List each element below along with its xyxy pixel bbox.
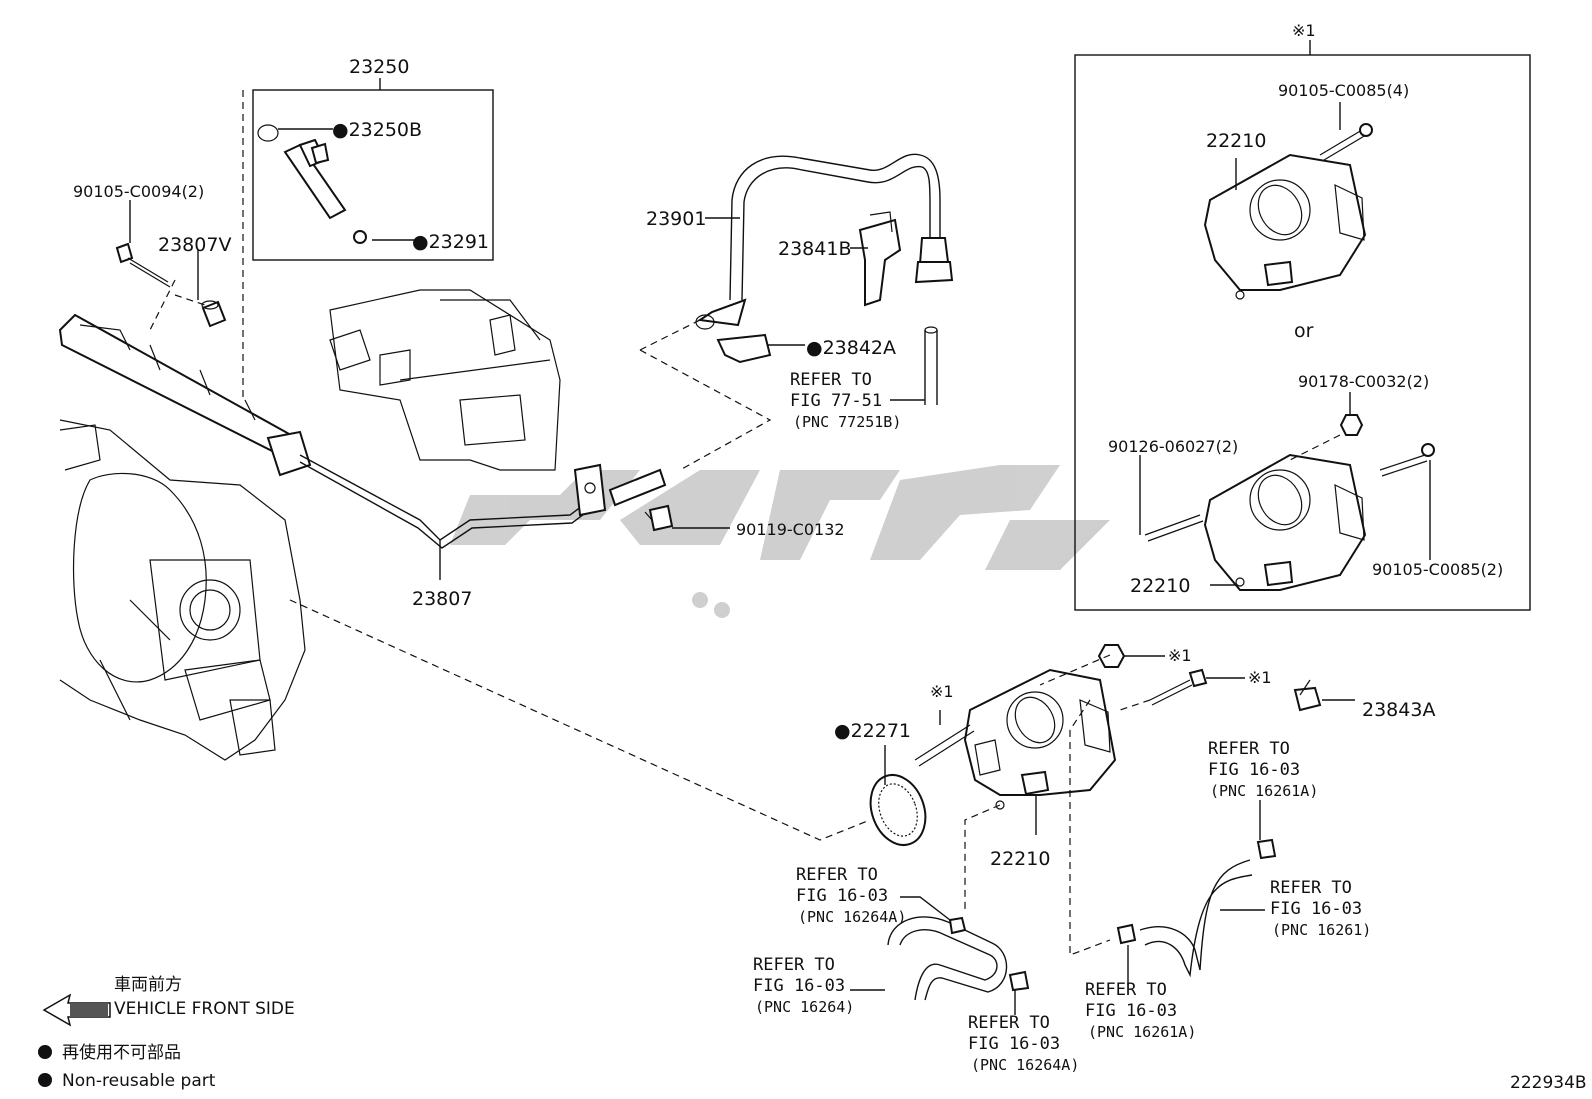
throttle-body-22210	[963, 668, 1117, 810]
bolt-90119-C0132	[644, 504, 674, 532]
label-23841B: 23841B	[778, 238, 851, 260]
refer-16264A-top: REFER TO FIG 16-03 (PNC 16264A)	[796, 865, 906, 926]
svg-text:(PNC 16264A): (PNC 16264A)	[971, 1056, 1079, 1074]
spacer-23807V	[201, 300, 227, 328]
fuel-delivery-pipe	[58, 313, 593, 549]
figure-id: 222934B	[1510, 1073, 1587, 1093]
svg-text:FIG 16-03: FIG 16-03	[1085, 1001, 1177, 1021]
refer-16264A-bottom: REFER TO FIG 16-03 (PNC 16264A)	[968, 1013, 1079, 1074]
label-23807: 23807	[412, 588, 472, 610]
stud-bolt	[914, 724, 975, 767]
svg-text:(PNC 16261): (PNC 16261)	[1272, 921, 1371, 939]
svg-text:(PNC 16261A): (PNC 16261A)	[1210, 782, 1318, 800]
water-bypass-hoses	[887, 838, 1277, 1001]
label-90105-C0085-2: 90105-C0085(2)	[1372, 560, 1503, 579]
label-90178-C0032: 90178-C0032(2)	[1298, 372, 1429, 391]
svg-text:FIG 16-03: FIG 16-03	[968, 1034, 1060, 1054]
bullet-icon	[38, 1045, 52, 1059]
refer-16264: REFER TO FIG 16-03 (PNC 16264)	[753, 955, 854, 1016]
svg-text:(PNC 16264A): (PNC 16264A)	[798, 908, 906, 926]
svg-text:FIG 77-51: FIG 77-51	[790, 391, 882, 411]
label-23807V: 23807V	[158, 234, 231, 256]
label-90105-C0094: 90105-C0094(2)	[73, 182, 204, 201]
legend-nonreuse-jp: 再使用不可部品	[62, 1042, 181, 1063]
label-22210-bottom: 22210	[1130, 575, 1190, 597]
svg-text:(PNC 16261A): (PNC 16261A)	[1088, 1023, 1196, 1041]
legend-front-en: VEHICLE FRONT SIDE	[114, 999, 295, 1019]
box-note-marker: ※1	[1292, 21, 1316, 40]
label-23843A: 23843A	[1362, 699, 1435, 721]
bolt-90105-C0094	[115, 242, 171, 288]
svg-text:REFER TO: REFER TO	[790, 370, 872, 390]
svg-text:FIG 16-03: FIG 16-03	[753, 976, 845, 996]
or-label: or	[1294, 320, 1314, 342]
label-23842A: ●23842A	[806, 337, 896, 359]
fuel-hose-23901	[695, 153, 954, 330]
legend-nonreuse-en: Non-reusable part	[62, 1071, 216, 1091]
engine-cylinder-head-drawing	[329, 289, 561, 471]
label-90119-C0132: 90119-C0132	[736, 520, 845, 539]
injector-assembly-box	[252, 89, 494, 261]
clip-23843A	[1293, 679, 1322, 712]
svg-text:REFER TO: REFER TO	[753, 955, 835, 975]
engine-intake-manifold-drawing	[59, 419, 306, 761]
fuel-pipe-clamp	[573, 463, 667, 517]
watermark-logo	[450, 465, 1110, 618]
clip-23841B	[858, 211, 902, 307]
refer-16261A-top: REFER TO FIG 16-03 (PNC 16261A)	[1208, 739, 1318, 800]
label-23291: ●23291	[412, 231, 489, 253]
note-marker: ※1	[930, 682, 954, 701]
svg-text:REFER TO: REFER TO	[1085, 980, 1167, 1000]
refer-16261: REFER TO FIG 16-03 (PNC 16261)	[1270, 878, 1371, 939]
leader-lines	[129, 40, 1431, 1015]
note-marker: ※1	[1248, 668, 1272, 687]
legend-front-jp: 車両前方	[114, 975, 182, 995]
svg-text:REFER TO: REFER TO	[1270, 878, 1352, 898]
label-90126-06027: 90126-06027(2)	[1108, 437, 1238, 456]
svg-text:REFER TO: REFER TO	[1208, 739, 1290, 759]
label-22210-top: 22210	[1206, 130, 1266, 152]
svg-text:FIG 16-03: FIG 16-03	[1208, 760, 1300, 780]
label-22271: ●22271	[834, 720, 911, 742]
vehicle-front-arrow-icon	[42, 993, 111, 1027]
nut	[1097, 644, 1126, 668]
gasket-22271	[869, 774, 927, 846]
svg-text:REFER TO: REFER TO	[968, 1013, 1050, 1033]
label-90105-C0085-4: 90105-C0085(4)	[1278, 81, 1409, 100]
svg-text:FIG 16-03: FIG 16-03	[796, 886, 888, 906]
label-23250: 23250	[349, 56, 409, 78]
bolt	[1149, 668, 1208, 706]
bullet-icon	[38, 1073, 52, 1087]
svg-text:FIG 16-03: FIG 16-03	[1270, 899, 1362, 919]
svg-text:REFER TO: REFER TO	[796, 865, 878, 885]
alternate-throttle-body-box	[1074, 54, 1531, 611]
label-23250B: ●23250B	[332, 119, 422, 141]
clip-23842A	[716, 333, 772, 364]
svg-text:(PNC 77251B): (PNC 77251B)	[793, 413, 901, 431]
label-22210: 22210	[990, 848, 1050, 870]
assembly-guide-lines	[149, 90, 1151, 956]
vacuum-pipe	[924, 326, 938, 405]
refer-77-51: REFER TO FIG 77-51 (PNC 77251B)	[790, 370, 901, 431]
note-marker: ※1	[1168, 646, 1192, 665]
svg-text:(PNC 16264): (PNC 16264)	[755, 998, 854, 1016]
refer-16261A-bottom: REFER TO FIG 16-03 (PNC 16261A)	[1085, 980, 1196, 1041]
label-23901: 23901	[646, 208, 706, 230]
